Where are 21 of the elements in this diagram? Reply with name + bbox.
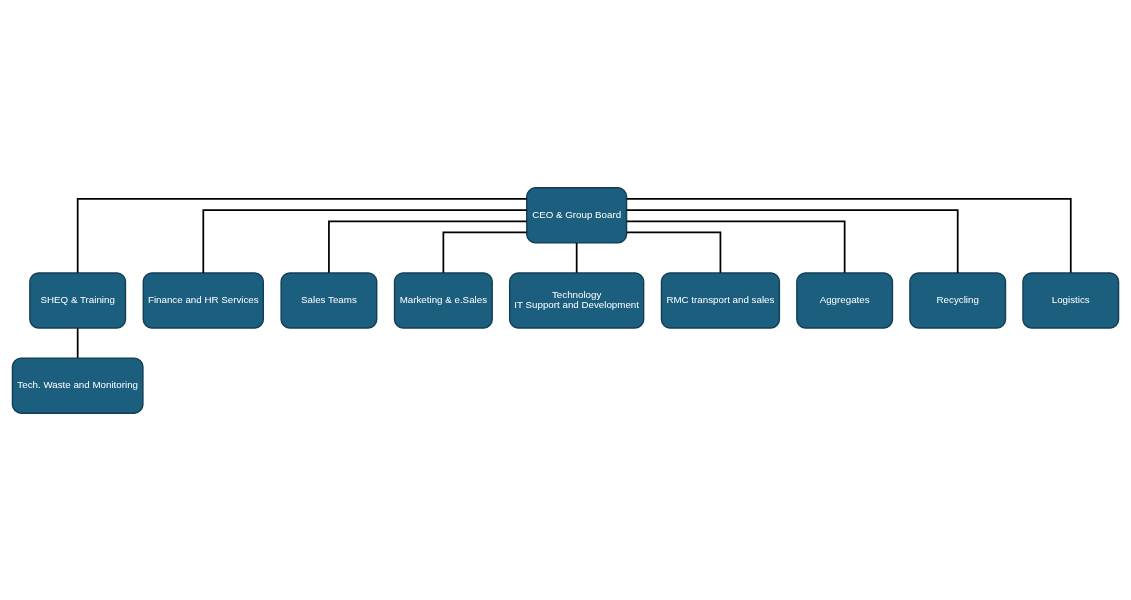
connector <box>625 231 722 274</box>
connector <box>202 208 528 274</box>
node-box: RMC transport and sales <box>660 271 781 329</box>
node-box: Finance and HR Services <box>142 271 264 329</box>
node-box: Sales Teams <box>280 271 378 329</box>
node-box: Recycling <box>909 271 1007 329</box>
connector <box>625 219 846 274</box>
node-box: Marketing & e.Sales <box>393 271 493 329</box>
node-box: Aggregates <box>796 271 894 329</box>
connector <box>625 208 959 274</box>
connector <box>625 197 1072 274</box>
connector <box>442 231 528 274</box>
node-box: CEO & Group Board <box>526 186 628 244</box>
node-box: Logistics <box>1022 271 1120 329</box>
node-box: Technology IT Support and Development <box>508 271 645 329</box>
connector <box>328 219 528 274</box>
connector <box>76 326 79 359</box>
connector <box>76 197 528 274</box>
node-box: Tech. Waste and Monitoring <box>11 356 144 414</box>
node-box: SHEQ & Training <box>29 271 127 329</box>
connector <box>575 241 578 274</box>
